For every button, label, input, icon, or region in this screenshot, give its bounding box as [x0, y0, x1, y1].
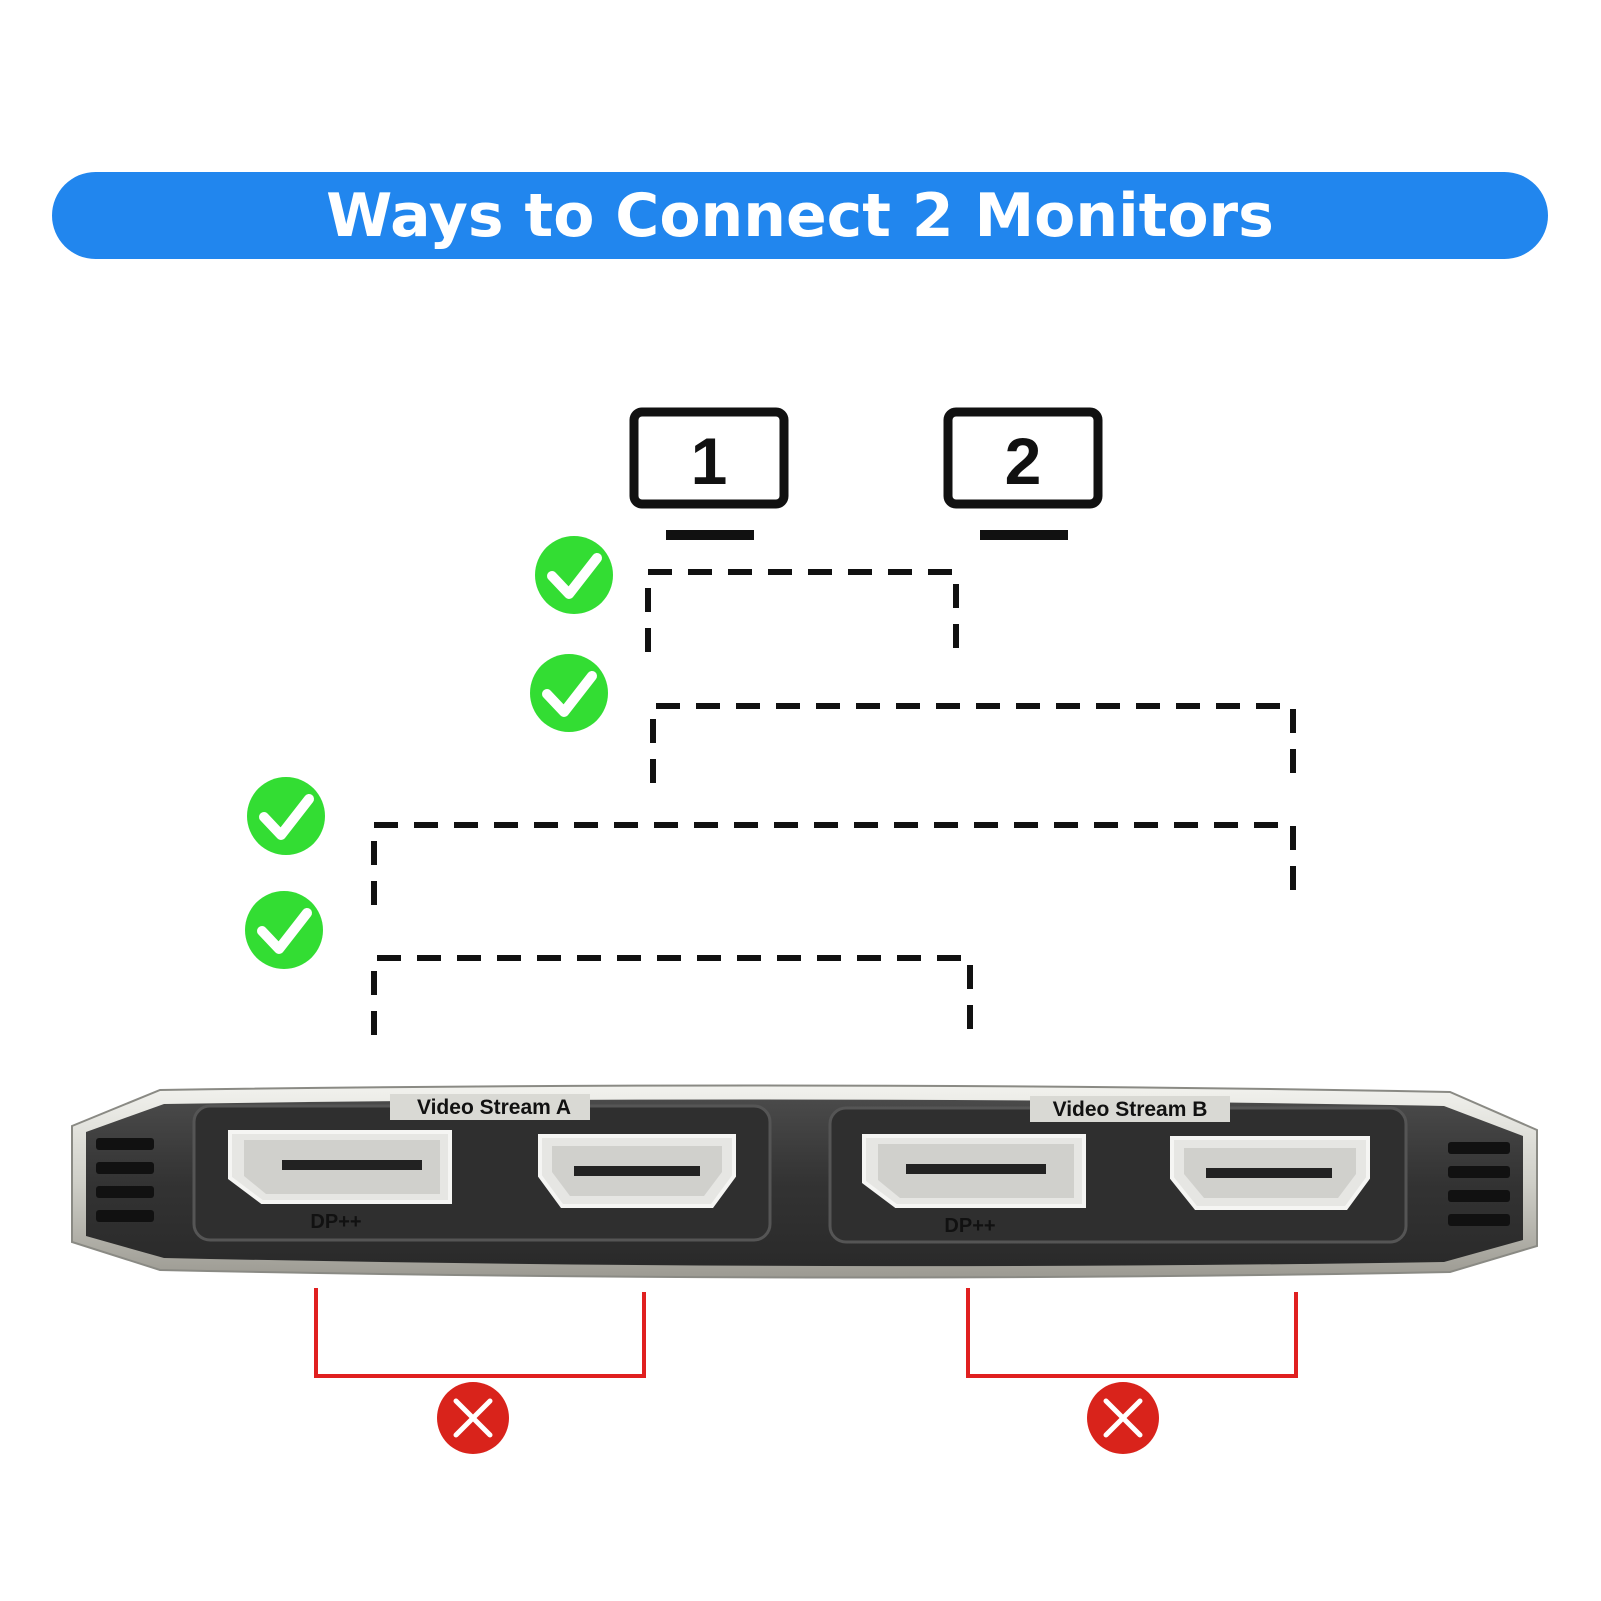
monitor-1: 1	[629, 407, 789, 540]
connection-line-4	[371, 955, 973, 1035]
vent-right	[1448, 1142, 1510, 1226]
check-circle-icon	[530, 654, 608, 732]
page-title: Ways to Connect 2 Monitors	[326, 180, 1274, 251]
hdmi-port-b	[1170, 1136, 1370, 1210]
dp-label: DP++	[944, 1215, 995, 1237]
stream-a-label-bg	[390, 1094, 590, 1120]
monitor-number: 2	[1005, 424, 1042, 498]
stream-a-label: Video Stream A	[417, 1096, 571, 1119]
check-circle-icon	[535, 536, 613, 614]
monitor-icon	[629, 407, 789, 509]
monitor-icon	[943, 407, 1103, 509]
hdmi-port-a	[538, 1134, 736, 1208]
video-adapter-device: Video Stream A Video Stream B DP++ DP++	[71, 1084, 1538, 1279]
invalid-line-b	[966, 1288, 1298, 1378]
invalid-line-a	[314, 1288, 646, 1378]
connection-line-2	[650, 703, 1296, 783]
monitor-number: 1	[691, 424, 728, 498]
monitor-2: 2	[943, 407, 1103, 540]
monitor-stand	[666, 530, 754, 540]
cross-circle-icon	[437, 1382, 509, 1454]
monitor-stand	[980, 530, 1068, 540]
valid-connection-lines	[371, 569, 1296, 1035]
dp-label: DP++	[310, 1211, 361, 1233]
connection-line-3	[371, 822, 1296, 905]
displayport-b: DP++	[862, 1134, 1086, 1237]
cross-circle-icon	[1087, 1382, 1159, 1454]
stream-b-label-bg	[1030, 1096, 1230, 1122]
connection-line-1	[645, 569, 959, 652]
title-banner: Ways to Connect 2 Monitors	[52, 172, 1548, 259]
stream-b-label: Video Stream B	[1053, 1098, 1208, 1121]
check-circle-icon	[247, 777, 325, 855]
invalid-connection-lines	[314, 1288, 1298, 1378]
displayport-a: DP++	[228, 1130, 452, 1233]
vent-left	[96, 1138, 154, 1222]
check-circle-icon	[245, 891, 323, 969]
